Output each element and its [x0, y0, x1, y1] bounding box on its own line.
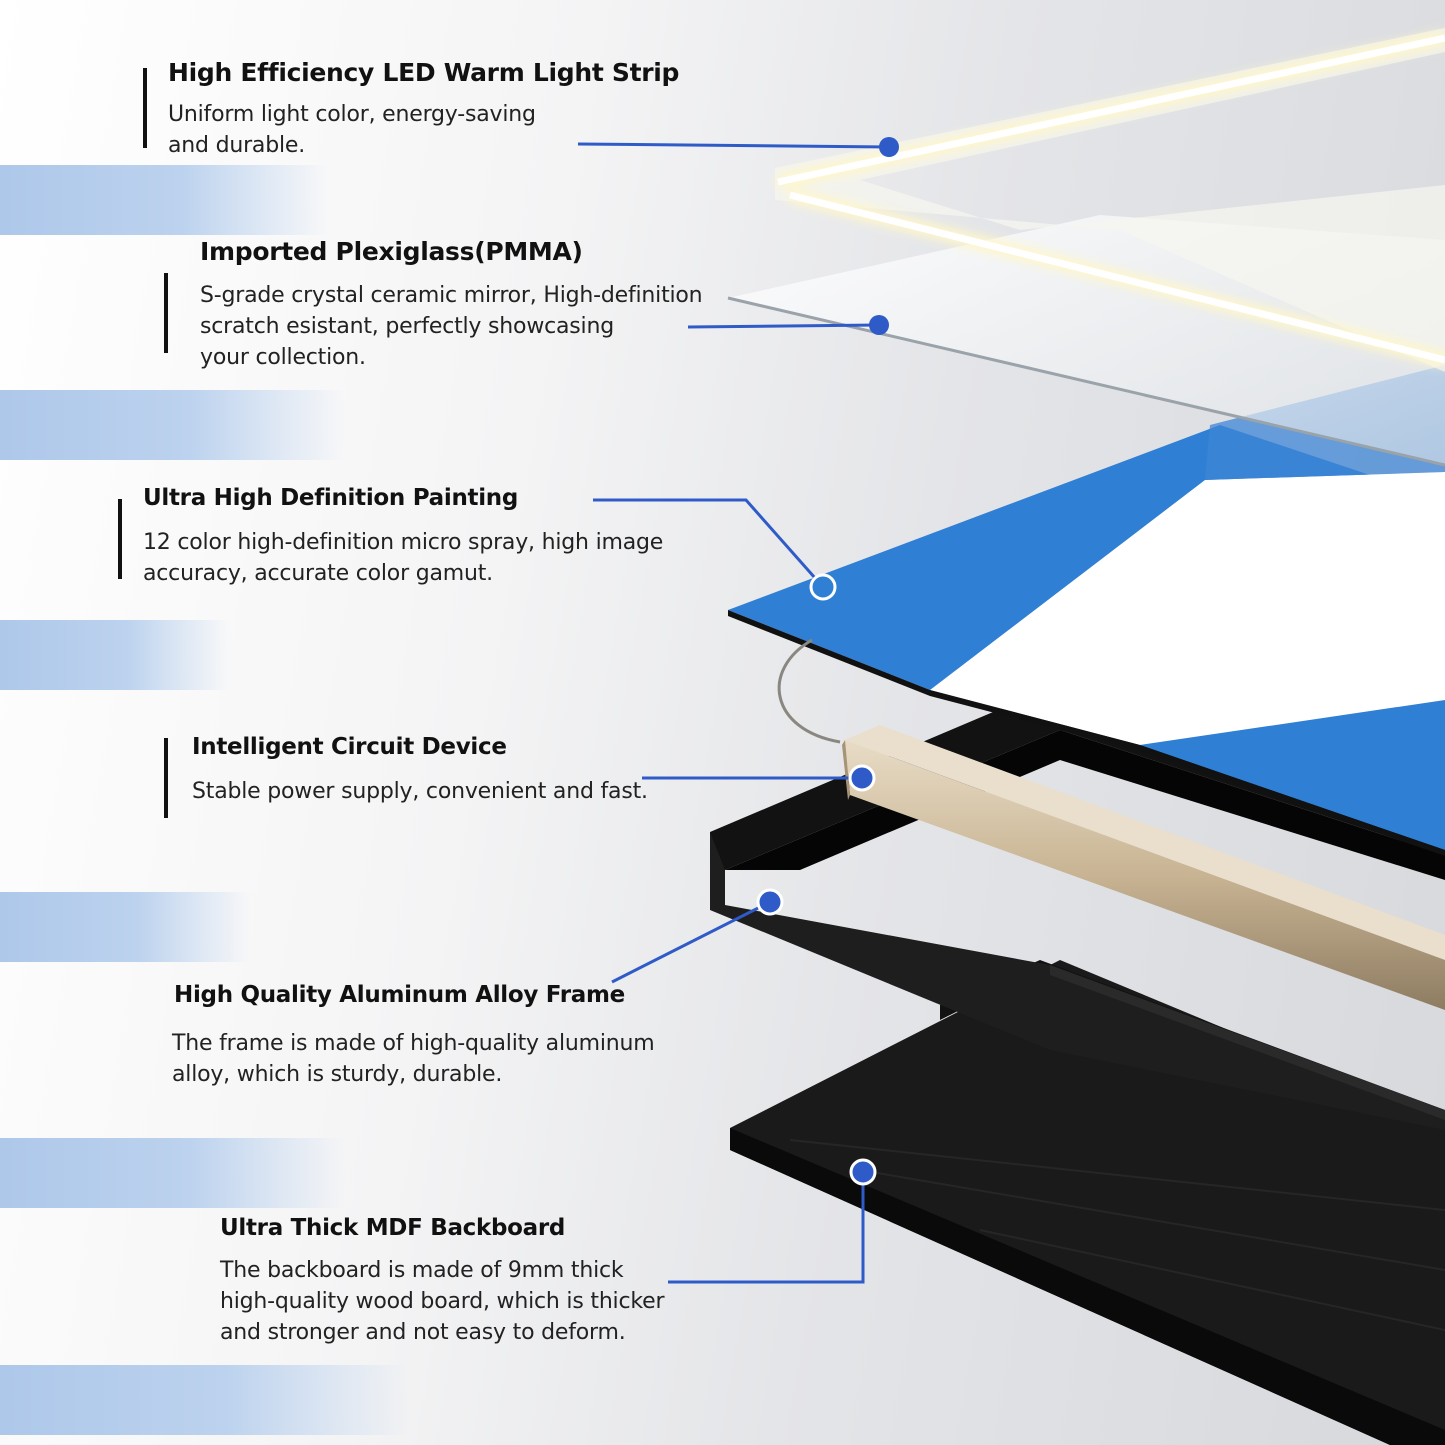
decor-band: [0, 165, 330, 235]
feature-bar: [143, 68, 147, 148]
feature-aluminum-frame: High Quality Aluminum Alloy Frame The fr…: [172, 982, 655, 1090]
circuit-cable: [777, 638, 841, 744]
feature-title: Imported Plexiglass(PMMA): [200, 237, 583, 266]
decor-band: [0, 892, 250, 962]
feature-title: Intelligent Circuit Device: [192, 734, 507, 760]
feature-description: Stable power supply, convenient and fast…: [192, 779, 648, 804]
feature-plexiglass: Imported Plexiglass(PMMA) S-grade crysta…: [164, 237, 703, 373]
feature-led-strip: High Efficiency LED Warm Light Strip Uni…: [143, 58, 679, 161]
feature-description: 12 color high-definition micro spray, hi…: [143, 530, 664, 586]
decor-band: [0, 1365, 410, 1435]
feature-bar: [164, 738, 168, 818]
callout-lines: [577, 142, 890, 1284]
feature-description: Uniform light color, energy-saving and d…: [168, 102, 536, 158]
feature-title: Ultra High Definition Painting: [143, 485, 519, 511]
callout-dots: [756, 137, 899, 1186]
decor-band: [0, 620, 230, 690]
feature-description: The frame is made of high-quality alumin…: [172, 1031, 655, 1087]
feature-painting: Ultra High Definition Painting 12 color …: [118, 485, 663, 589]
feature-description: S-grade crystal ceramic mirror, High-def…: [200, 283, 703, 370]
feature-bar: [118, 499, 122, 579]
feature-description: The backboard is made of 9mm thick high-…: [220, 1258, 665, 1345]
decor-band: [0, 390, 345, 460]
decor-band: [0, 1138, 345, 1208]
feature-title: High Quality Aluminum Alloy Frame: [174, 982, 625, 1008]
circuit-device-bar: [842, 725, 1445, 1010]
led-strip-layer: [775, 28, 1445, 372]
feature-bar: [164, 273, 168, 353]
feature-circuit: Intelligent Circuit Device Stable power …: [164, 734, 648, 818]
feature-title: High Efficiency LED Warm Light Strip: [168, 58, 680, 87]
feature-title: Ultra Thick MDF Backboard: [220, 1215, 566, 1241]
feature-mdf-backboard: Ultra Thick MDF Backboard The backboard …: [220, 1215, 665, 1348]
